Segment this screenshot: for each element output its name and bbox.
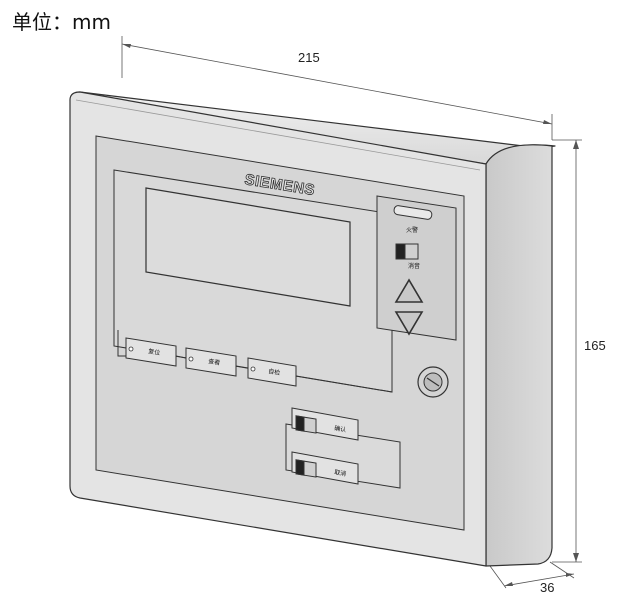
lower-button-label: 确认 <box>334 424 347 434</box>
button-strip-frame <box>117 330 393 393</box>
panel-button-label: 查看 <box>208 357 221 367</box>
height-dimension <box>552 139 582 563</box>
panel-button-label: 复位 <box>148 347 161 357</box>
silence-label: 消音 <box>408 262 420 270</box>
width-value: 215 <box>298 50 320 65</box>
unit-label: 单位：mm <box>12 10 111 34</box>
key-switch-icon[interactable] <box>417 366 449 398</box>
arrow-up-icon[interactable] <box>394 278 424 303</box>
fire-indicator-label: 火警 <box>406 226 418 234</box>
fire-indicator-lamp <box>393 205 433 220</box>
arrow-down-icon[interactable] <box>394 311 424 336</box>
width-dimension <box>121 36 553 140</box>
lower-button-label: 取消 <box>334 468 347 478</box>
silence-button[interactable] <box>395 243 419 260</box>
panel-button-label: 自检 <box>268 367 281 377</box>
height-value: 165 <box>584 338 606 353</box>
lower-button-cancel[interactable]: 取消 <box>291 451 359 485</box>
lcd-screen <box>145 187 351 307</box>
panel-button-view[interactable]: 查看 <box>185 347 237 377</box>
lower-button-confirm[interactable]: 确认 <box>291 407 359 441</box>
control-column <box>376 195 457 341</box>
depth-value: 36 <box>540 580 554 595</box>
depth-dimension <box>489 561 575 589</box>
panel-button-reset[interactable]: 复位 <box>125 337 177 367</box>
panel-button-selftest[interactable]: 自检 <box>247 357 297 387</box>
